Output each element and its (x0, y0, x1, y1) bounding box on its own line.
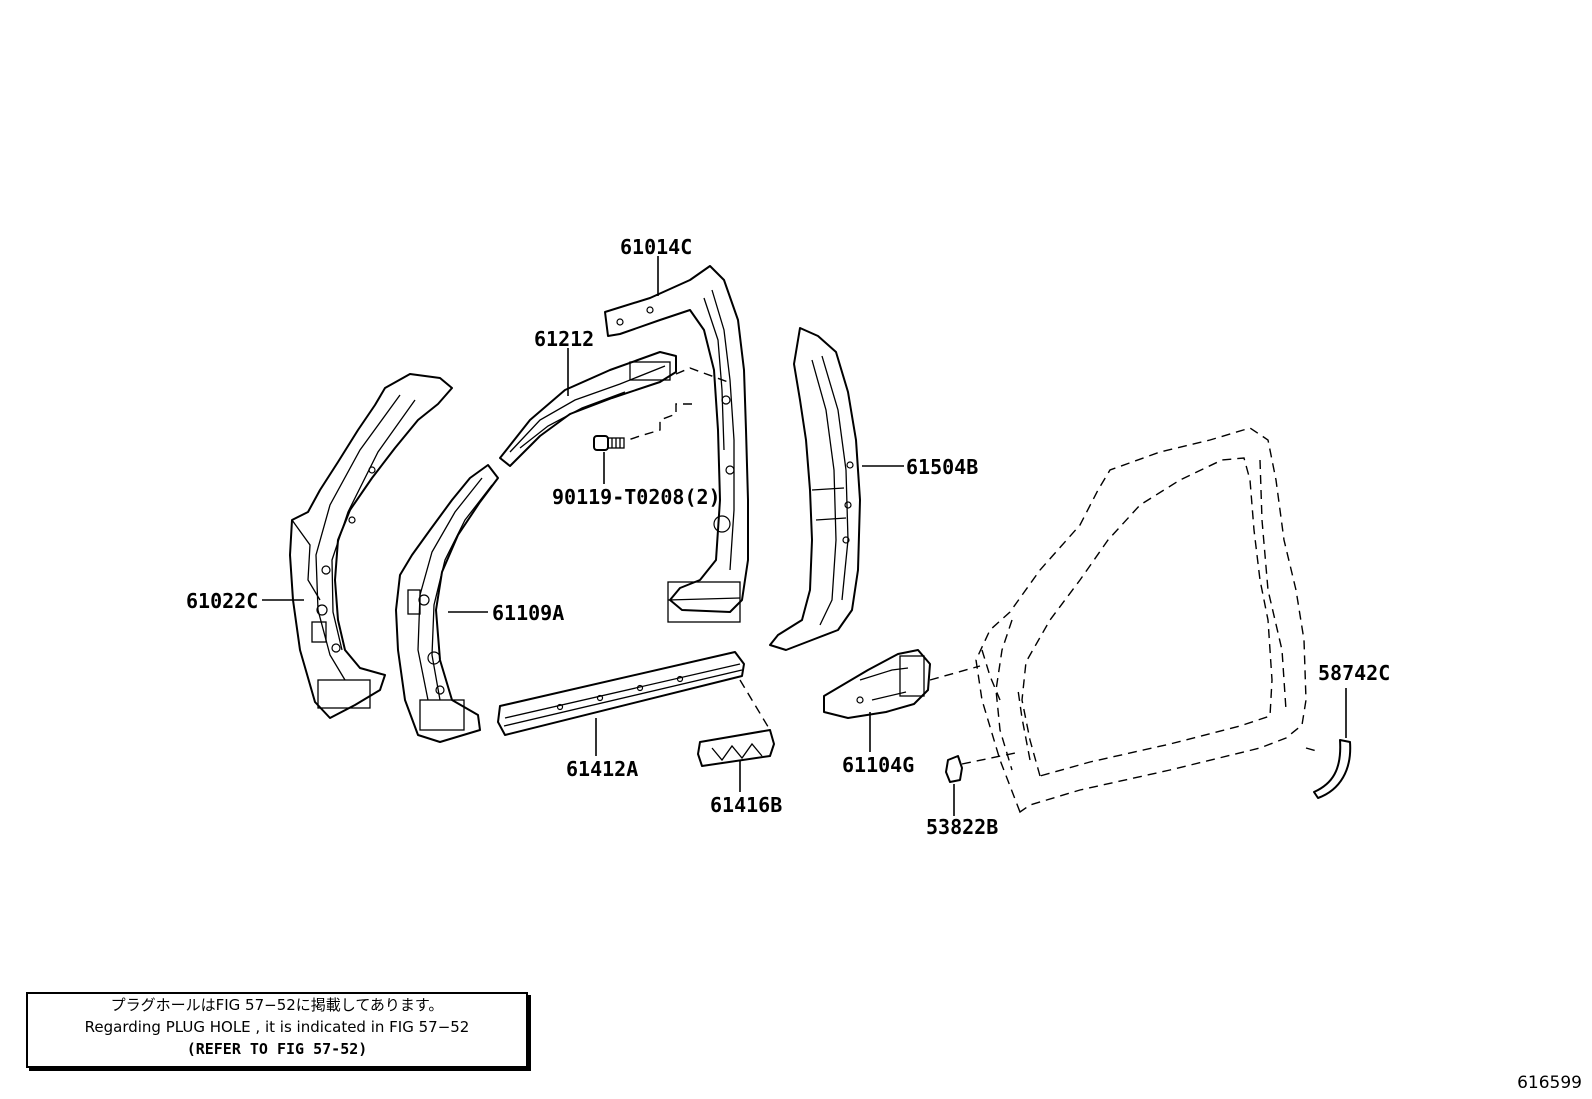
part-61212-drawing (499, 351, 677, 467)
label-61412a: 61412A (566, 757, 638, 781)
label-61014c: 61014C (620, 235, 692, 259)
label-90119-t0208: 90119-T0208(2) (552, 485, 721, 509)
label-61022c: 61022C (186, 589, 258, 613)
note-reference-line: (REFER TO FIG 57-52) (186, 1040, 368, 1058)
label-53822b: 53822B (926, 815, 998, 839)
note-english-line: Regarding PLUG HOLE , it is indicated in… (84, 1018, 470, 1036)
part-61412a-drawing (497, 651, 745, 736)
part-58742c-drawing (1313, 739, 1352, 799)
note-japanese-line: プラグホールはFIG 57−52に掲載してあります。 (110, 996, 444, 1014)
part-61022c-drawing (289, 373, 453, 719)
label-61109a: 61109A (492, 601, 564, 625)
part-90119-bolt-drawing (593, 435, 625, 451)
part-61109a-drawing (395, 464, 499, 743)
part-61014c-drawing (604, 265, 749, 623)
part-61416b-drawing (697, 729, 775, 767)
part-53822b-drawing (945, 755, 963, 783)
label-61104g: 61104G (842, 753, 914, 777)
assembly-dash-lines (627, 367, 1321, 765)
leader-lines (262, 256, 1347, 816)
label-61212: 61212 (534, 327, 594, 351)
label-61504b: 61504B (906, 455, 978, 479)
part-61504b-drawing (769, 327, 861, 651)
label-58742c: 58742C (1318, 661, 1390, 685)
body-side-outer-drawing (975, 427, 1307, 814)
part-61104g-drawing (823, 649, 931, 719)
plug-hole-note: プラグホールはFIG 57−52に掲載してあります。 Regarding PLU… (26, 992, 528, 1068)
label-61416b: 61416B (710, 793, 782, 817)
figure-number: 616599 (1517, 1073, 1582, 1093)
